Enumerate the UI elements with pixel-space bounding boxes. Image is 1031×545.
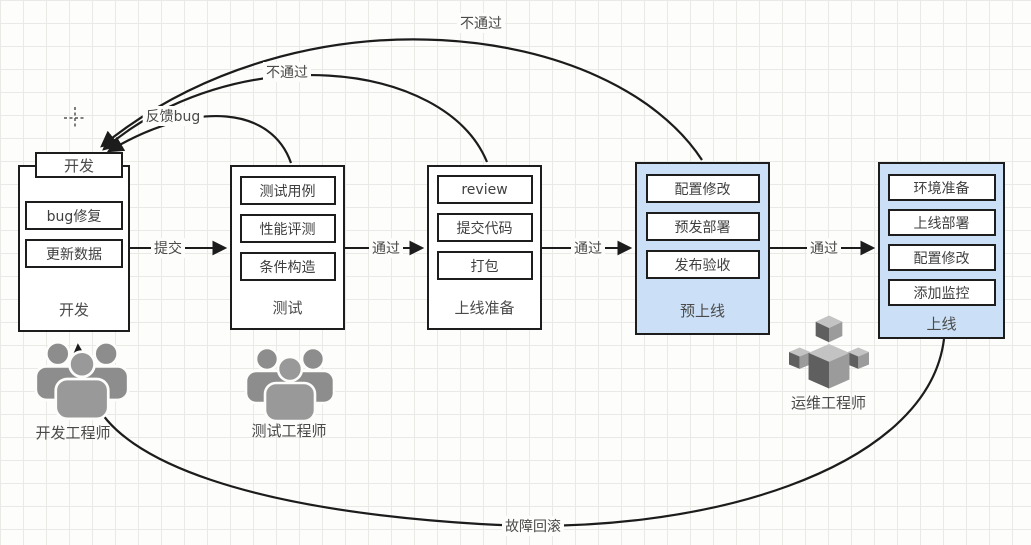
stage-item: 环境准备 <box>887 174 996 201</box>
flow-label-pass-1: 通过 <box>369 238 403 258</box>
stage-item: 打包 <box>436 251 533 280</box>
flow-label-pass-3: 通过 <box>807 238 841 258</box>
crosshair-icon <box>64 107 86 129</box>
stage-box-test: 测试用例 性能评测 条件构造 测试 <box>230 165 345 330</box>
stage-label-test: 测试 <box>272 299 303 317</box>
stage-item: 提交代码 <box>436 213 533 242</box>
stage-label-dev: 开发 <box>58 301 89 319</box>
stage-box-prep: review 提交代码 打包 上线准备 <box>427 165 542 330</box>
stage-item: 配置修改 <box>645 174 760 203</box>
flow-label-rollback: 故障回滚 <box>502 516 564 536</box>
stage-label-pre-online: 预上线 <box>679 302 725 320</box>
stage-item: 发布验收 <box>645 250 760 279</box>
stage-box-pre-online: 配置修改 预发部署 发布验收 预上线 <box>635 162 770 335</box>
flow-label-feedback-bug: 反馈bug <box>142 106 204 126</box>
stage-item: 条件构造 <box>239 252 336 281</box>
flow-label-fail-top: 不通过 <box>457 13 505 33</box>
stage-item: 预发部署 <box>645 212 760 241</box>
role-label-test-engineer: 测试工程师 <box>251 422 327 440</box>
people-group-icon <box>27 338 137 426</box>
stage-box-online: 环境准备 上线部署 配置修改 添加监控 上线 <box>878 162 1005 339</box>
stage-item: bug修复 <box>25 201 123 230</box>
role-label-ops-engineer: 运维工程师 <box>790 394 866 412</box>
stage-item: 性能评测 <box>239 214 336 243</box>
stage-item: 配置修改 <box>887 244 996 271</box>
stage-item: 添加监控 <box>887 279 996 306</box>
curve-fail-from-pre <box>100 38 703 161</box>
people-group-icon <box>238 344 342 428</box>
flow-label-fail-mid: 不通过 <box>263 62 311 82</box>
stage-item: review <box>436 175 533 204</box>
stage-top-label-dev: 开发 <box>35 152 123 178</box>
role-label-dev-engineer: 开发工程师 <box>35 424 111 442</box>
flow-label-submit: 提交 <box>151 238 185 258</box>
stage-item: 更新数据 <box>25 239 123 268</box>
stage-label-online: 上线 <box>926 315 957 333</box>
cube-robot-icon <box>787 312 871 396</box>
stage-item: 测试用例 <box>239 176 336 205</box>
flow-label-pass-2: 通过 <box>571 238 605 258</box>
stage-label-prep: 上线准备 <box>454 299 515 317</box>
stage-item: 上线部署 <box>887 209 996 236</box>
stage-box-dev: bug修复 更新数据 开发 <box>18 165 130 332</box>
